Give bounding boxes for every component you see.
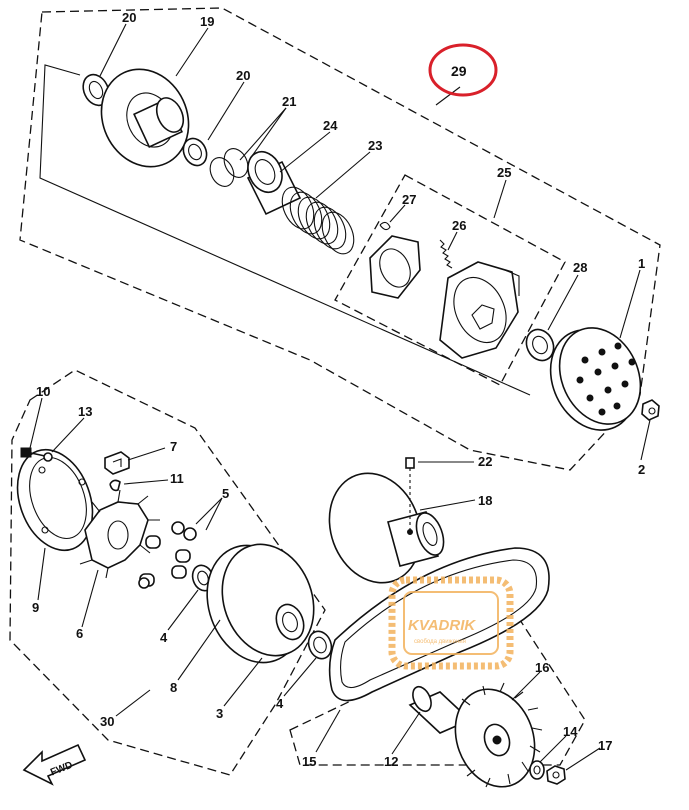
nut-28 bbox=[525, 328, 555, 362]
label-24: 24 bbox=[323, 118, 338, 133]
label-8: 8 bbox=[170, 680, 177, 695]
label-29: 29 bbox=[451, 63, 467, 79]
label-13: 13 bbox=[78, 404, 92, 419]
label-30: 30 bbox=[100, 714, 114, 729]
rollers-5 bbox=[138, 521, 197, 589]
clutch-spring-26 bbox=[439, 239, 453, 269]
washer-14 bbox=[529, 760, 545, 780]
label-18: 18 bbox=[478, 493, 492, 508]
spacer-4-right bbox=[307, 630, 333, 660]
label-14: 14 bbox=[563, 724, 578, 739]
clip-27 bbox=[379, 221, 391, 231]
label-1: 1 bbox=[638, 256, 645, 271]
fixed-sheave-16 bbox=[454, 682, 543, 788]
label-17: 17 bbox=[598, 738, 612, 753]
label-26: 26 bbox=[452, 218, 466, 233]
callout-labels: 20 19 20 21 24 23 25 27 26 28 1 2 22 18 … bbox=[32, 10, 645, 769]
label-5: 5 bbox=[222, 486, 229, 501]
assembly-25-outline bbox=[334, 174, 566, 386]
nut-17 bbox=[546, 765, 566, 785]
clutch-housing-1 bbox=[549, 327, 642, 431]
label-6: 6 bbox=[76, 626, 83, 641]
label-21: 21 bbox=[282, 94, 296, 109]
label-20-upper: 20 bbox=[122, 10, 136, 25]
spring-23 bbox=[281, 186, 355, 255]
label-12: 12 bbox=[384, 754, 398, 769]
label-25: 25 bbox=[497, 165, 511, 180]
collar-24 bbox=[246, 151, 302, 216]
label-9: 9 bbox=[32, 600, 39, 615]
primary-sliding-sheave-3 bbox=[206, 543, 315, 664]
label-22: 22 bbox=[478, 454, 492, 469]
assembly-29-outline bbox=[19, 7, 661, 471]
slider-7 bbox=[104, 451, 130, 475]
pin-22 bbox=[405, 457, 415, 530]
kvadrik-watermark-logo: KVADRIK свобода движения bbox=[388, 576, 514, 670]
label-7: 7 bbox=[170, 439, 177, 454]
highlighted-callout-29: 29 bbox=[428, 43, 498, 97]
nut-2 bbox=[641, 399, 660, 421]
oil-seal-20-lower bbox=[182, 137, 208, 167]
label-4-right: 4 bbox=[276, 696, 284, 711]
label-2: 2 bbox=[638, 462, 645, 477]
plate bbox=[369, 235, 421, 299]
watermark-tagline: свобода движения bbox=[414, 639, 466, 645]
label-15: 15 bbox=[302, 754, 316, 769]
label-27: 27 bbox=[402, 192, 416, 207]
label-16: 16 bbox=[535, 660, 549, 675]
label-19: 19 bbox=[200, 14, 214, 29]
clutch-carrier bbox=[439, 261, 520, 359]
v-belt-15 bbox=[328, 547, 550, 702]
watermark-brand: KVADRIK bbox=[408, 617, 476, 634]
fwd-arrow-icon: FWD bbox=[22, 743, 87, 786]
leader-lines bbox=[29, 23, 651, 771]
label-23: 23 bbox=[368, 138, 382, 153]
label-4-left: 4 bbox=[160, 630, 168, 645]
washer-13 bbox=[43, 452, 53, 462]
o-rings-21 bbox=[209, 148, 249, 187]
clip-11 bbox=[109, 479, 121, 492]
label-28: 28 bbox=[573, 260, 587, 275]
label-3: 3 bbox=[216, 706, 223, 721]
assembly-30-outline bbox=[9, 369, 326, 776]
label-11: 11 bbox=[170, 471, 184, 486]
bolt-10 bbox=[20, 447, 46, 458]
label-10: 10 bbox=[36, 384, 50, 399]
fixed-sheave-18 bbox=[328, 472, 445, 584]
label-20-lower: 20 bbox=[236, 68, 250, 83]
sliding-sheave-19 bbox=[100, 68, 190, 168]
cam-6 bbox=[79, 489, 160, 579]
